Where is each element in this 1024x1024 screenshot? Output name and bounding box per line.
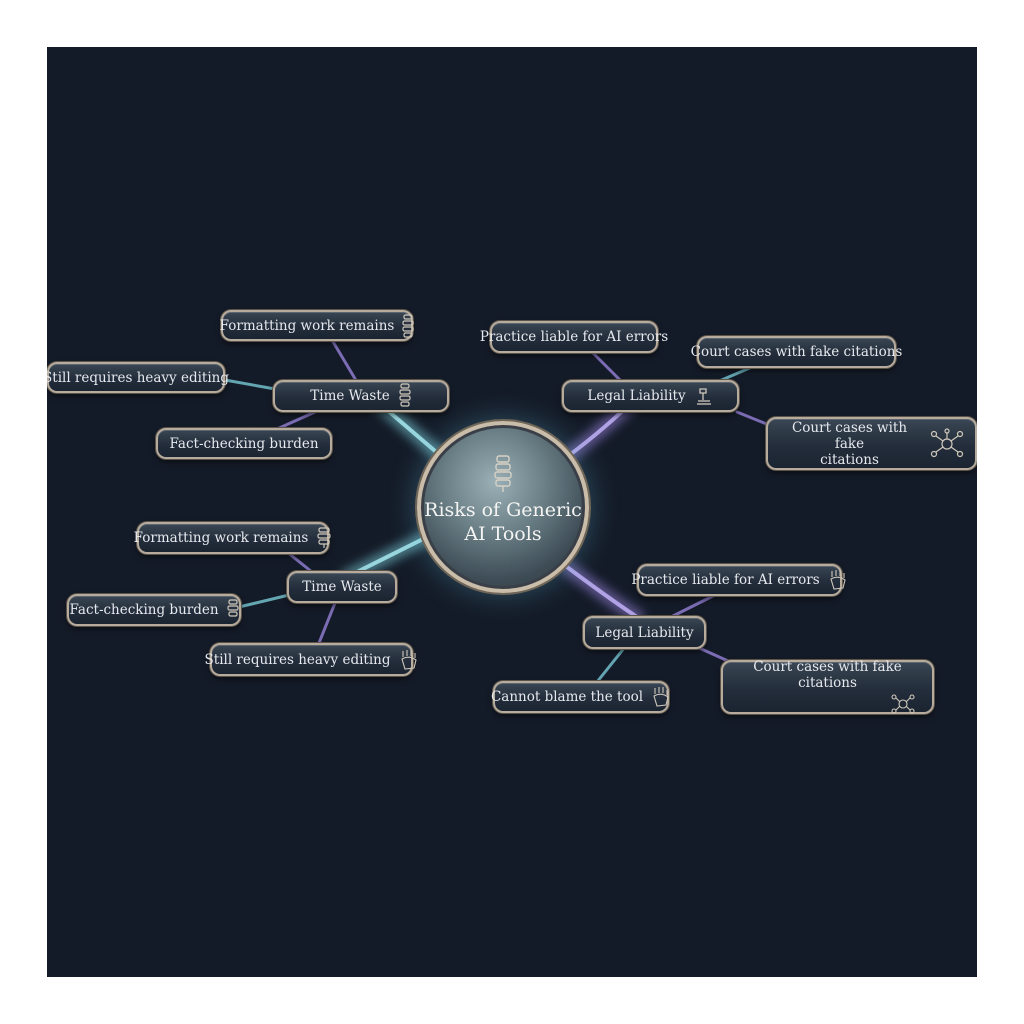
- link-b1-c3: [275, 410, 317, 431]
- branch-legal-liability-lower[interactable]: Legal Liability: [583, 616, 706, 649]
- child-label: Formatting work remains: [219, 317, 395, 334]
- link-b3-c2: [237, 593, 291, 609]
- child-practice-liable-lower[interactable]: Practice liable for AI errors: [631, 564, 846, 596]
- child-label: Still requires heavy editing: [47, 369, 229, 386]
- child-links: [223, 338, 771, 684]
- spine-icon: [398, 383, 412, 409]
- link-b1-c2: [223, 378, 277, 391]
- child-formatting-work-upper[interactable]: Formatting work remains: [219, 310, 414, 341]
- child-cannot-blame[interactable]: Cannot blame the tool: [490, 681, 671, 713]
- network-icon: [890, 693, 916, 715]
- spine-icon: [316, 527, 332, 549]
- child-practice-liable-upper[interactable]: Practice liable for AI errors: [480, 321, 668, 353]
- spine-icon: [226, 599, 239, 621]
- link-b1-c1: [330, 338, 359, 384]
- child-label: Practice liable for AI errors: [631, 572, 820, 588]
- child-label: Cannot blame the tool: [490, 689, 644, 705]
- center-title-line2: AI Tools: [464, 523, 542, 545]
- branch-label: Time Waste: [310, 388, 390, 404]
- child-label: Practice liable for AI errors: [479, 329, 669, 345]
- child-label-line2: citations: [820, 451, 879, 468]
- child-label: Court cases with fake citations: [690, 344, 903, 360]
- link-b4-c1: [665, 593, 717, 621]
- spine-icon: [489, 454, 517, 494]
- link-b4-c2: [595, 645, 627, 684]
- center-title: Risks of Generic AI Tools: [424, 498, 582, 546]
- hand-bones-icon: [828, 569, 848, 591]
- child-label: Court cases with fake citations: [753, 659, 902, 691]
- child-heavy-editing-lower[interactable]: Still requires heavy editing: [205, 643, 417, 676]
- mind-map-canvas: Risks of Generic AI Tools Time Waste For…: [47, 47, 977, 977]
- child-label: Fact-checking burden: [69, 602, 219, 618]
- link-b3-c3: [317, 601, 337, 645]
- child-fact-checking-upper[interactable]: Fact-checking burden: [156, 428, 332, 459]
- center-title-line1: Risks of Generic: [424, 499, 582, 521]
- gavel-icon: [694, 386, 714, 406]
- child-heavy-editing-upper[interactable]: Still requires heavy editing: [47, 362, 229, 393]
- link-b2-c3: [735, 410, 771, 427]
- child-label: Formatting work remains: [133, 530, 309, 546]
- network-icon: [929, 427, 965, 460]
- child-label: Court cases with fake citations: [778, 420, 921, 468]
- spine-icon: [402, 313, 414, 338]
- child-label-line1: Court cases with fake: [791, 419, 908, 452]
- link-center-branch4-core: [565, 565, 639, 619]
- connector-layer: [223, 338, 771, 684]
- branch-legal-liability-upper[interactable]: Legal Liability: [562, 380, 739, 412]
- link-b2-c1: [590, 350, 624, 384]
- child-court-cases-upper[interactable]: Court cases with fake citations: [691, 336, 902, 368]
- child-formatting-work-lower[interactable]: Formatting work remains: [133, 522, 332, 554]
- branch-label: Legal Liability: [595, 624, 694, 641]
- child-label: Fact-checking burden: [169, 435, 319, 452]
- child-fact-checking-lower[interactable]: Fact-checking burden: [67, 594, 241, 626]
- link-b3-c1: [285, 550, 314, 574]
- center-topic[interactable]: Risks of Generic AI Tools: [417, 421, 589, 593]
- branch-label: Legal Liability: [587, 388, 686, 404]
- branch-label: Time Waste: [302, 579, 382, 595]
- branch-time-waste-upper[interactable]: Time Waste: [273, 380, 449, 412]
- child-court-cases-wrapped[interactable]: Court cases with fake citations: [766, 417, 977, 470]
- child-label: Still requires heavy editing: [204, 651, 391, 668]
- hand-bones-icon: [651, 686, 671, 708]
- branch-time-waste-lower[interactable]: Time Waste: [287, 571, 397, 603]
- hand-bones-icon: [399, 649, 419, 671]
- link-b2-c2: [715, 365, 754, 384]
- child-court-cases-lower[interactable]: Court cases with fake citations: [721, 659, 934, 715]
